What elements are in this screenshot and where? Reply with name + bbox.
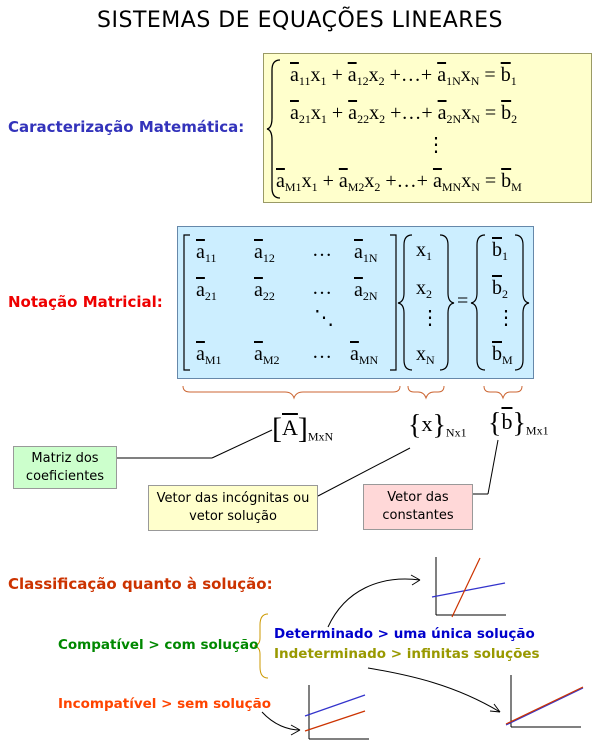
matrix-cell-22: a22	[254, 279, 275, 303]
vector-b-m: bM	[492, 343, 513, 367]
class-incompativel: Incompatível > sem solução	[58, 696, 272, 712]
class-indeterminado: Indeterminado > infinitas soluções	[274, 646, 540, 662]
graph-incompativel-icon	[304, 685, 369, 740]
vector-x-vdots: ⋮	[420, 307, 440, 329]
matrix-cell-11: a11	[196, 241, 217, 265]
equals-sign: =	[457, 290, 469, 312]
vector-b-1: b1	[492, 239, 508, 263]
vector-x-n: xN	[416, 343, 435, 367]
matrix-cell-m1: aM1	[196, 343, 222, 367]
matrix-cell-m2: aM2	[254, 343, 280, 367]
equation-row-1: a11x1 + a12x2 +…+ a1NxN = b1	[290, 64, 517, 88]
label-vetor-incognitas: Vetor das incógnitas ou vetor solução	[148, 485, 318, 531]
matrix-cell-21: a21	[196, 279, 217, 303]
equation-system-box: a11x1 + a12x2 +…+ a1NxN = b1 a21x1 + a22…	[263, 53, 592, 203]
vector-x-1: x1	[416, 239, 432, 263]
matrix-brackets	[183, 234, 530, 371]
matrix-cell-mn: aMN	[350, 343, 379, 367]
symbol-vector-b: {b}Mx1	[488, 408, 549, 439]
vector-b-vdots: ⋮	[496, 307, 516, 329]
section-math-label: Caracterização Matemática:	[8, 118, 245, 136]
label-vetor-constantes: Vetor das constantes	[363, 484, 473, 530]
graph-indeterminado-icon	[505, 675, 584, 728]
left-brace-icon	[266, 59, 281, 199]
matrix-ellipsis-1: …	[312, 239, 332, 261]
section-matrix-label: Notação Matricial:	[8, 293, 163, 311]
matrix-ellipsis-2: …	[312, 277, 332, 299]
vector-b-2: b2	[492, 277, 508, 301]
equation-vdots: ⋮	[426, 134, 446, 156]
equation-row-m: aM1x1 + aM2x2 +…+ aMNxN = bM	[276, 170, 522, 194]
page-title: SISTEMAS DE EQUAÇÕES LINEARES	[97, 8, 503, 33]
vector-x-2: x2	[416, 277, 432, 301]
class-compativel: Compatível > com solução	[58, 637, 259, 653]
symbol-vector-x: {x}Nx1	[408, 410, 467, 441]
matrix-cell-12: a12	[254, 241, 275, 265]
label-matriz-coeficientes: Matriz dos coeficientes	[13, 446, 117, 489]
matrix-ellipsis-3: …	[312, 341, 332, 363]
matrix-cell-2n: a2N	[354, 279, 378, 303]
class-determinado: Determinado > uma única solução	[274, 626, 535, 642]
matrix-ddots: ⋱	[314, 307, 334, 329]
matrix-notation-box: a11 a12 … a1N a21 a22 … a2N ⋱ aM1 aM2 … …	[177, 226, 534, 379]
equation-row-2: a21x1 + a22x2 +…+ a2NxN = b2	[290, 102, 518, 126]
section-classification-label: Classificação quanto à solução:	[8, 575, 273, 593]
graph-determinado-icon	[431, 557, 506, 618]
symbol-matrix-a: [A]MxN	[272, 412, 334, 445]
matrix-cell-1n: a1N	[354, 241, 378, 265]
